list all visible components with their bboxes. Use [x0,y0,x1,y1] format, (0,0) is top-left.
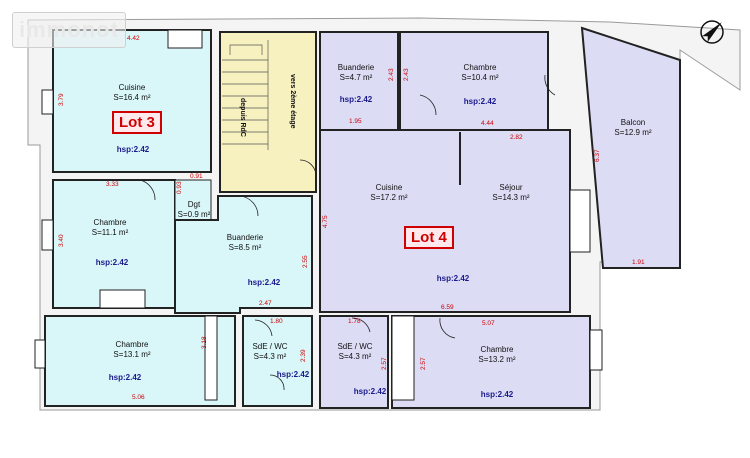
room-area: S=4.3 m² [338,352,372,361]
room-area: S=14.3 m² [492,193,530,202]
buanderie-lot4-label: Buanderie S=4.7 m² [338,63,374,83]
sde-lot4-label: SdE / WC S=4.3 m² [337,342,372,362]
dgt-label: Dgt S=0.9 m² [178,200,211,220]
dimension-label: 1.80 [270,318,283,325]
cuisine-lot3-hsp: hsp:2.42 [116,145,150,154]
chambre-lot4-b-label: Chambre S=13.2 m² [478,345,515,365]
room-chambre-lot4-a [399,31,549,131]
sejour-label: Séjour S=14.3 m² [492,183,529,203]
dimension-label: 2.57 [381,357,388,370]
dimension-label: 0.93 [176,181,183,194]
dimension-label: 1.95 [349,118,362,125]
stair-label-to-second: vers 2ème étage [289,74,296,129]
room-area: S=16.4 m² [113,93,151,102]
buanderie-lot4-hsp: hsp:2.42 [339,95,373,104]
room-chambre-lot3-b [44,315,236,407]
room-name: Cuisine [375,183,403,192]
dimension-label: 2.82 [510,134,523,141]
sde-lot3-label: SdE / WC S=4.3 m² [252,342,287,362]
dimension-label: 4.44 [481,120,494,127]
room-area: S=13.2 m² [478,355,516,364]
dimension-label: 4.75 [322,215,329,228]
dimension-label: 2.43 [403,68,410,81]
room-chambre-lot4-b [391,315,591,409]
sde-lot4-hsp: hsp:2.42 [353,387,387,396]
dimension-label: 4.42 [127,35,140,42]
lot3-label: Lot 3 [112,111,162,134]
room-cuisine-sejour-lot4 [319,129,571,313]
room-area: S=8.5 m² [228,243,262,252]
lot4-hsp: hsp:2.42 [436,274,470,283]
dimension-label: 3.33 [106,181,119,188]
buanderie-lot3-label: Buanderie S=8.5 m² [227,233,263,253]
room-area: S=11.1 m² [91,228,129,237]
room-name: Chambre [115,340,149,349]
room-dgt [174,179,212,221]
room-area: S=17.2 m² [370,193,408,202]
dimension-label: 2.55 [302,255,309,268]
dimension-label: 2.43 [388,68,395,81]
dimension-label: 1.78 [348,318,361,325]
chambre-lot4-a-label: Chambre S=10.4 m² [461,63,498,83]
room-name: Cuisine [118,83,146,92]
cuisine-lot3-label: Cuisine S=16.4 m² [113,83,150,103]
room-name: SdE / WC [337,342,373,351]
chambre-lot3-b-label: Chambre S=13.1 m² [113,340,150,360]
room-area: S=4.3 m² [253,352,287,361]
room-name: Chambre [480,345,514,354]
dimension-label: 3.79 [58,93,65,106]
door-swings [139,74,556,391]
room-name: Balcon [620,118,646,127]
dimension-label: 5.06 [132,394,145,401]
chambre-lot4-b-hsp: hsp:2.42 [480,390,514,399]
dimension-label: 2.57 [420,357,427,370]
chambre-lot3-a-hsp: hsp:2.42 [95,258,129,267]
room-name: Séjour [499,183,523,192]
chambre-lot3-a-label: Chambre S=11.1 m² [92,218,129,238]
room-sde-lot4 [319,315,389,409]
room-buanderie-lot4 [319,31,399,131]
dimension-label: 2.47 [259,300,272,307]
room-name: Chambre [93,218,127,227]
chambre-lot4-a-hsp: hsp:2.42 [463,97,497,106]
dimension-label: 6.59 [441,304,454,311]
dimension-label: 3.18 [201,336,208,349]
room-name: Buanderie [337,63,375,72]
room-sde-lot3 [242,315,313,407]
room-name: Dgt [187,200,201,209]
dimension-label: 2.39 [300,349,307,362]
dimension-label: 6.37 [594,149,601,162]
stair-steps [222,40,269,150]
sde-lot3-hsp: hsp:2.42 [276,370,310,379]
chambre-lot3-b-hsp: hsp:2.42 [108,373,142,382]
dimension-label: 0.91 [190,173,203,180]
dimension-label: 1.91 [632,259,645,266]
room-buanderie-lot3 [174,195,313,314]
room-area: S=13.1 m² [113,350,151,359]
room-area: S=12.9 m² [614,128,652,137]
room-area: S=4.7 m² [339,73,373,82]
buanderie-lot3-hsp: hsp:2.42 [247,278,281,287]
room-name: Buanderie [226,233,264,242]
room-chambre-lot3-a [52,179,176,309]
compass-north-arrow-icon [700,20,724,44]
room-cuisine-lot3 [52,29,212,173]
room-name: Chambre [463,63,497,72]
room-name: SdE / WC [252,342,288,351]
stair-label-from-ground: depuis RdC [239,98,246,137]
window-openings [34,29,603,401]
lot4-label: Lot 4 [404,226,454,249]
room-area: S=10.4 m² [461,73,499,82]
dimension-label: 5.07 [482,320,495,327]
cuisine-lot4-label: Cuisine S=17.2 m² [370,183,407,203]
room-area: S=0.9 m² [177,210,211,219]
room-balcon [580,26,681,269]
dimension-label: 3.40 [58,234,65,247]
balcon-label: Balcon S=12.9 m² [614,118,651,138]
